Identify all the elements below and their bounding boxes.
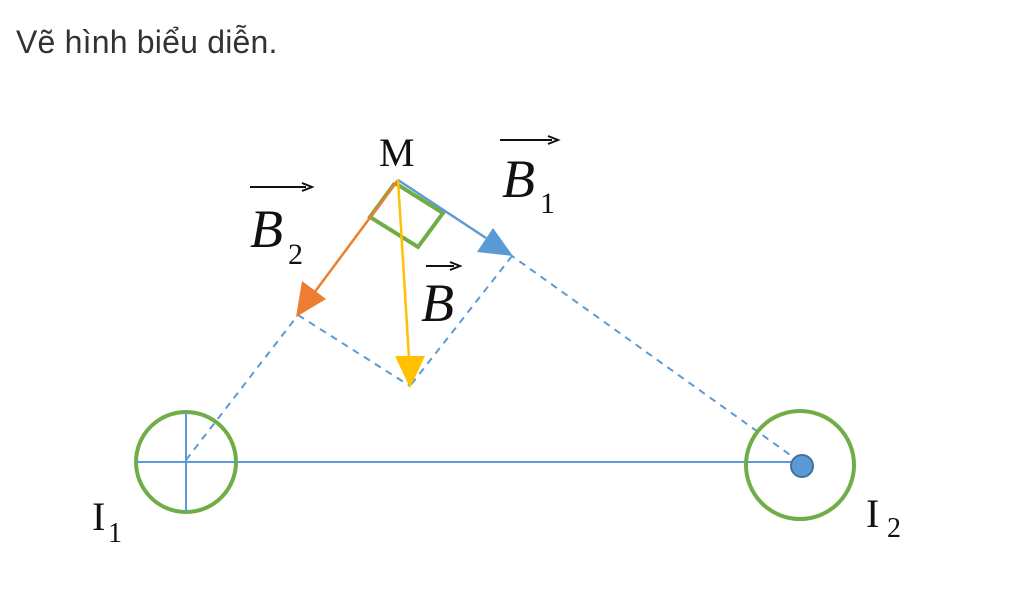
vector-b1-letter: B: [502, 149, 535, 209]
dashed-line-i1-to-b2-tip: [185, 314, 299, 461]
wire-i2: [744, 409, 856, 521]
wire-i2-circle: [744, 409, 856, 521]
wire-i1: [134, 410, 238, 514]
vector-b-arrow: [395, 179, 425, 388]
wire-i2-label: I 2: [866, 491, 901, 544]
wire-i1-subscript: 1: [108, 518, 122, 549]
construction-lines: [185, 255, 801, 463]
point-m-label: M: [379, 130, 415, 175]
vector-b1-label: B 1: [500, 135, 561, 220]
wire-i1-label: I 1: [92, 494, 122, 549]
wire-i2-subscript: 2: [887, 513, 901, 544]
dashed-line-b2-tip-to-b-tip: [297, 314, 411, 387]
vector-b2-arrow: [296, 179, 400, 317]
vector-b2-label: B 2: [250, 182, 315, 271]
wire-i2-letter: I: [866, 491, 879, 536]
vector-b-letter: B: [421, 273, 454, 333]
vector-b1-arrow: [397, 178, 513, 256]
vector-b-label: B: [421, 261, 463, 333]
vector-b2-subscript: 2: [288, 238, 303, 271]
dashed-line-b1-tip-to-b-tip: [409, 255, 513, 387]
wire-i1-letter: I: [92, 494, 105, 539]
right-angle-mark: [367, 181, 446, 250]
wire-i2-dot: [790, 454, 814, 478]
vector-b1-subscript: 1: [540, 187, 555, 220]
caption-text: Vẽ hình biểu diễn.: [16, 24, 278, 60]
vector-b2-letter: B: [250, 199, 283, 259]
